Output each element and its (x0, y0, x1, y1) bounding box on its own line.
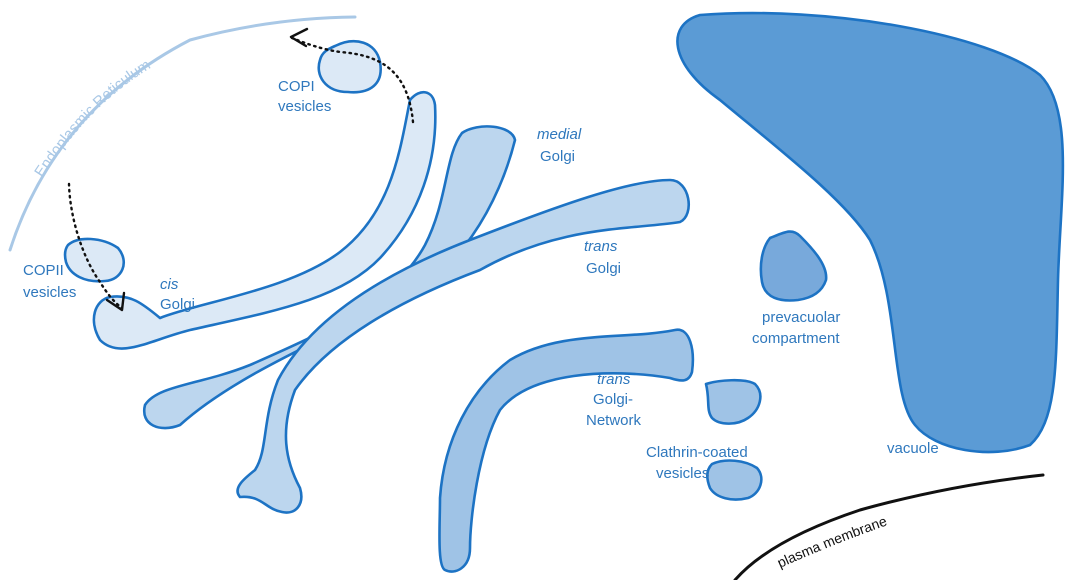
copii-vesicle (65, 239, 124, 281)
cis-golgi-label: cis Golgi (160, 276, 195, 313)
clathrin-coated-vesicle (707, 461, 761, 500)
copi-label: COPI vesicles (278, 78, 331, 115)
prevacuolar-compartment (761, 232, 826, 301)
prevacuolar-label: prevacuolar compartment (752, 309, 845, 347)
trans-golgi-network-label: trans Golgi- Network (586, 371, 642, 429)
trans-golgi-label: trans Golgi (584, 238, 622, 277)
medial-golgi-label: medial Golgi (537, 126, 585, 165)
clathrin-coated-vesicle (706, 380, 760, 423)
er-label: Endoplasmic Reticulum (31, 56, 153, 180)
vacuole-label: vacuole (887, 440, 939, 457)
